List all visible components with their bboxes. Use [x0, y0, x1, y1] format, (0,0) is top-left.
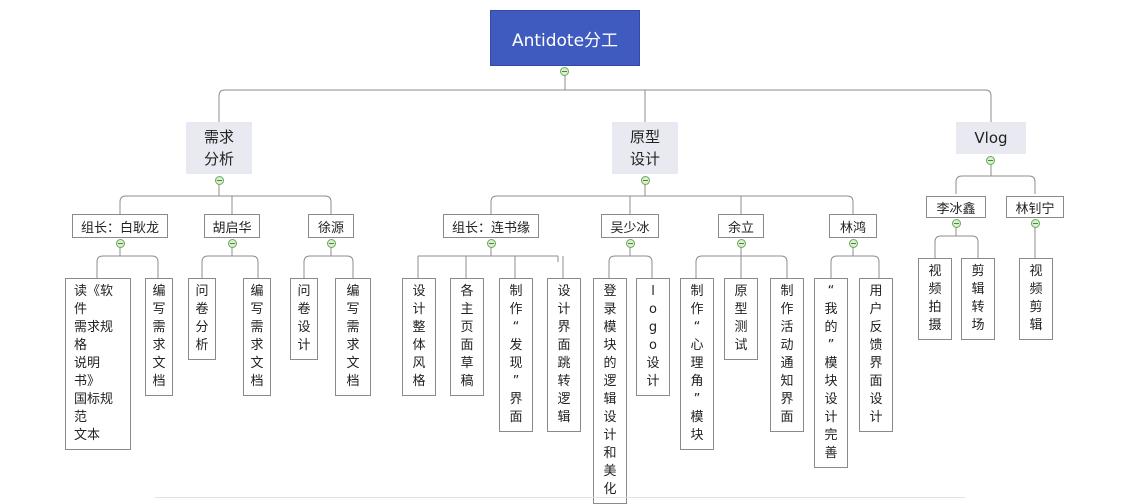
collapse-toggle-icon[interactable]: [327, 239, 336, 248]
task-node[interactable]: 编 写 需 求 文 档: [243, 278, 271, 396]
divider: [155, 497, 965, 498]
task-node[interactable]: 编 写 需 求 文 档: [145, 278, 173, 396]
member-node[interactable]: 组长：白耿龙: [72, 214, 168, 238]
branch-prototype-label: 原型 设计: [629, 128, 660, 168]
task-node[interactable]: “ 我 的 ” 模 块 设 计 完 善: [814, 278, 848, 468]
member-label: 胡启华: [212, 220, 252, 236]
task-node[interactable]: 登 录 模 块 的 逻 辑 设 计 和 美 化: [593, 278, 627, 504]
task-node[interactable]: 各 主 页 面 草 稿: [450, 278, 484, 396]
task-label: 视 频 拍 摄: [928, 264, 942, 333]
member-label: 林钊宁: [1015, 201, 1055, 217]
task-node[interactable]: 制 作 “ 发 现 ” 界 面: [499, 278, 533, 432]
member-label: 林鸿: [839, 220, 866, 236]
task-label: 设 计 整 体 风 格: [412, 284, 426, 389]
task-label: 编 写 需 求 文 档: [346, 284, 360, 389]
task-label: 各 主 页 面 草 稿: [460, 284, 474, 389]
collapse-toggle-icon[interactable]: [737, 239, 746, 248]
task-label: 问 卷 分 析: [195, 284, 209, 353]
member-label: 组长：白耿龙: [80, 220, 159, 236]
member-label: 组长：连书缘: [451, 220, 530, 236]
task-node[interactable]: 读《软件 需求规格 说明书》 国标规范 文本: [65, 278, 131, 450]
task-label: 用 户 反 馈 界 面 设 计: [869, 284, 883, 425]
task-label: 原 型 测 试: [734, 284, 748, 353]
task-label: “ 我 的 ” 模 块 设 计 完 善: [824, 284, 838, 461]
task-node[interactable]: 设 计 界 面 跳 转 逻 辑: [547, 278, 581, 432]
task-node[interactable]: 制 作 活 动 通 知 界 面: [770, 278, 804, 432]
task-label: 视 频 剪 辑: [1029, 264, 1043, 333]
branch-vlog-label: Vlog: [974, 129, 1008, 147]
member-label: 徐源: [317, 220, 344, 236]
member-node[interactable]: 徐源: [308, 214, 354, 238]
collapse-toggle-icon[interactable]: [641, 176, 650, 185]
task-label: 制 作 活 动 通 知 界 面: [780, 284, 794, 425]
member-node[interactable]: 余立: [718, 214, 764, 238]
collapse-toggle-icon[interactable]: [849, 239, 858, 248]
collapse-toggle-icon[interactable]: [487, 239, 496, 248]
member-node[interactable]: 林钊宁: [1006, 196, 1064, 218]
task-node[interactable]: 问 卷 分 析: [188, 278, 216, 360]
member-node[interactable]: 胡启华: [204, 214, 260, 238]
task-label: 制 作 “ 心 理 角 ” 模 块: [690, 284, 704, 443]
task-label: 读《软件 需求规格 说明书》 国标规范 文本: [74, 284, 114, 443]
task-node[interactable]: 设 计 整 体 风 格: [402, 278, 436, 396]
task-node[interactable]: 原 型 测 试: [724, 278, 758, 360]
task-label: 剪 辑 转 场: [971, 264, 985, 333]
collapse-toggle-icon[interactable]: [215, 176, 224, 185]
root-label: Antidote分工: [511, 30, 619, 51]
task-node[interactable]: 编 写 需 求 文 档: [335, 278, 371, 396]
collapse-toggle-icon[interactable]: [626, 239, 635, 248]
task-label: 登 录 模 块 的 逻 辑 设 计 和 美 化: [603, 284, 617, 497]
task-node[interactable]: 视 频 剪 辑: [1019, 258, 1053, 340]
root-node[interactable]: Antidote分工: [490, 10, 640, 66]
task-label: 编 写 需 求 文 档: [152, 284, 166, 389]
collapse-toggle-icon[interactable]: [986, 156, 995, 165]
member-label: 余立: [727, 220, 754, 236]
task-node[interactable]: 视 频 拍 摄: [918, 258, 952, 340]
task-label: 制 作 “ 发 现 ” 界 面: [509, 284, 523, 425]
branch-vlog[interactable]: Vlog: [956, 122, 1026, 154]
branch-prototype[interactable]: 原型 设计: [612, 122, 678, 174]
member-label: 李冰鑫: [936, 201, 976, 217]
task-node[interactable]: 问 卷 设 计: [290, 278, 318, 360]
task-node[interactable]: 用 户 反 馈 界 面 设 计: [859, 278, 893, 432]
task-label: 设 计 界 面 跳 转 逻 辑: [557, 284, 571, 425]
task-label: 问 卷 设 计: [297, 284, 311, 353]
member-node[interactable]: 吴少冰: [601, 214, 659, 238]
task-node[interactable]: l o g o 设 计: [636, 278, 670, 396]
member-label: 吴少冰: [610, 220, 650, 236]
task-label: l o g o 设 计: [646, 284, 660, 389]
member-node[interactable]: 组长：连书缘: [443, 214, 539, 238]
task-node[interactable]: 制 作 “ 心 理 角 ” 模 块: [680, 278, 714, 450]
branch-requirements[interactable]: 需求 分析: [186, 122, 252, 174]
collapse-toggle-icon[interactable]: [116, 239, 125, 248]
task-node[interactable]: 剪 辑 转 场: [961, 258, 995, 340]
task-label: 编 写 需 求 文 档: [250, 284, 264, 389]
collapse-toggle-icon[interactable]: [1031, 219, 1040, 228]
member-node[interactable]: 李冰鑫: [926, 196, 986, 218]
collapse-toggle-icon[interactable]: [560, 67, 569, 76]
collapse-toggle-icon[interactable]: [952, 219, 961, 228]
branch-requirements-label: 需求 分析: [203, 128, 234, 168]
member-node[interactable]: 林鸿: [829, 214, 877, 238]
collapse-toggle-icon[interactable]: [228, 239, 237, 248]
